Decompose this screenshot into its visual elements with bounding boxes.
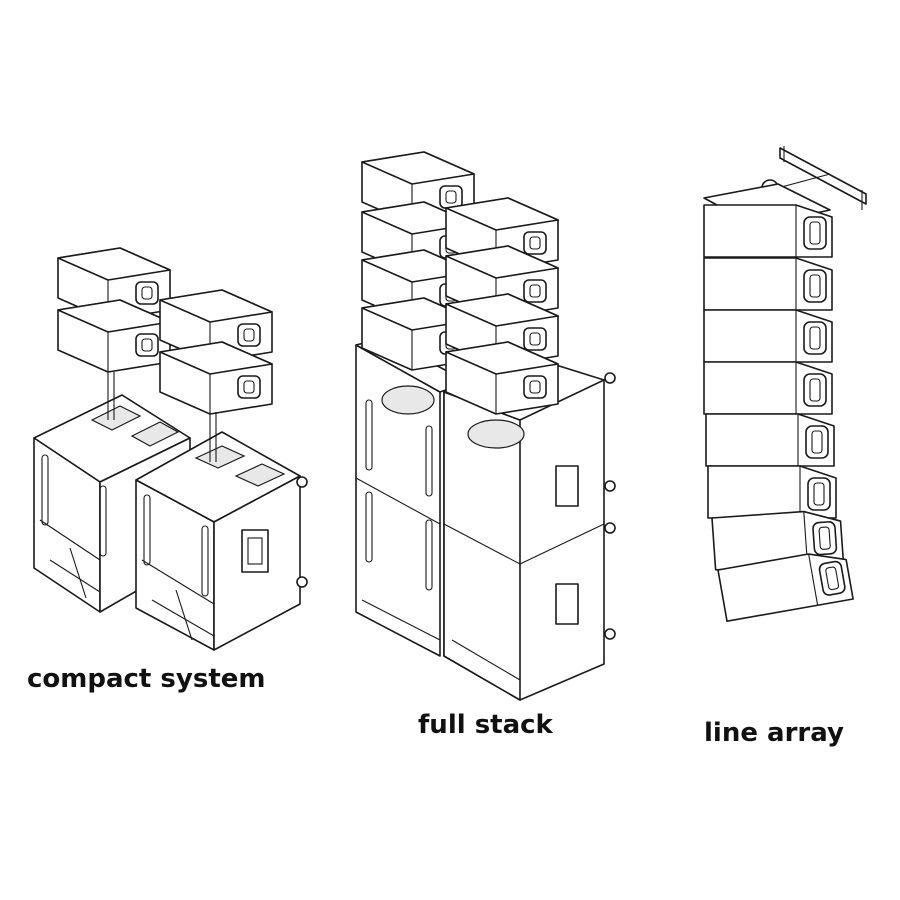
compact-system-group: [33, 247, 308, 651]
caption-compact-system: compact system: [27, 664, 265, 694]
full-stack-top-cabinets-right: [445, 197, 559, 415]
full-stack-group: [355, 151, 616, 701]
full-stack-subwoofers-right: [443, 359, 616, 701]
caption-full-stack: full stack: [418, 710, 554, 740]
compact-top-cabinets-right: [159, 289, 273, 462]
compact-top-cabinets-left: [57, 247, 171, 420]
line-array-group: [703, 146, 867, 623]
compact-subwoofer-right: [135, 431, 308, 651]
line-array-cabinets: [703, 204, 854, 623]
caption-line-array: line array: [704, 718, 844, 748]
